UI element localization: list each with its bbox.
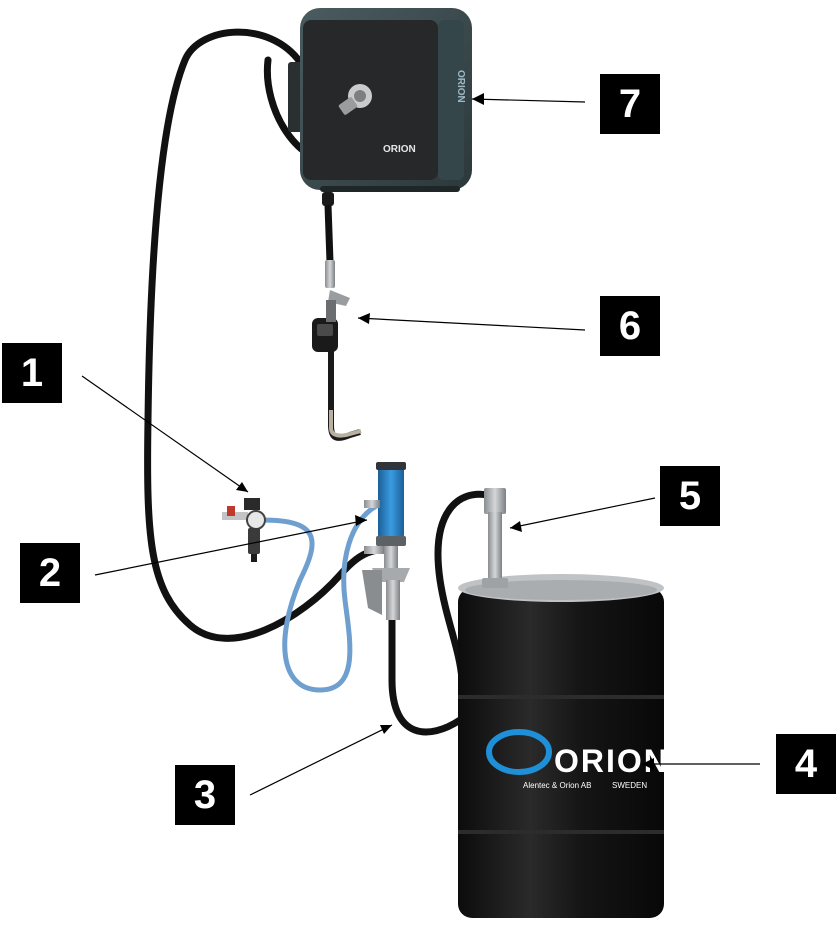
drum: ORION Alentec & Orion AB SWEDEN	[458, 574, 669, 918]
arrowhead-7	[472, 93, 484, 105]
callout-2: 2	[20, 543, 80, 603]
leader-line-6	[358, 318, 585, 330]
callout-7: 7	[600, 74, 660, 134]
callout-5: 5	[660, 466, 720, 526]
dispensing-gun	[312, 290, 361, 438]
air-pump	[362, 462, 410, 620]
callout-6: 6	[600, 296, 660, 356]
leader-line-2	[95, 520, 367, 575]
callout-4: 4	[776, 734, 836, 794]
reel-brand: ORION	[383, 144, 416, 155]
leader-line-5	[510, 498, 655, 528]
reel-side-brand: ORION	[455, 70, 466, 103]
arrowhead-6	[358, 313, 370, 324]
leader-line-1	[82, 376, 248, 492]
hose-reel: ORION ORION	[288, 8, 472, 192]
callout-3: 3	[175, 765, 235, 825]
drum-company: Alentec & Orion AB	[523, 781, 591, 790]
suction-tube	[482, 488, 508, 588]
drum-country: SWEDEN	[612, 781, 647, 790]
leader-line-7	[472, 99, 585, 102]
leader-line-3	[250, 725, 392, 795]
callout-1: 1	[2, 343, 62, 403]
arrowhead-5	[510, 521, 522, 532]
arrowhead-1	[236, 482, 248, 492]
air-regulator	[222, 498, 265, 562]
gun-hose	[322, 192, 335, 288]
